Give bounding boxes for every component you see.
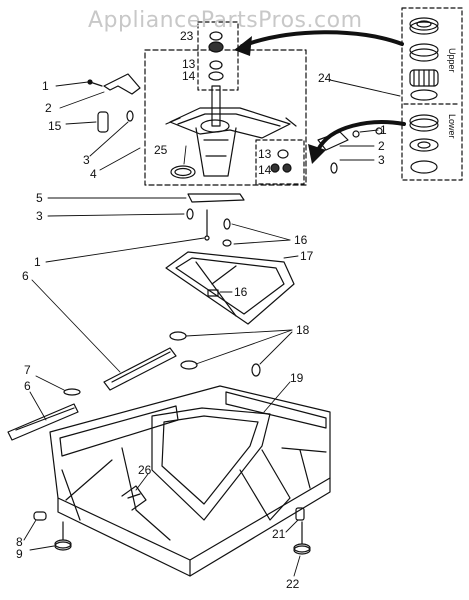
callout-5: 5 bbox=[36, 191, 43, 205]
seal-kit-box bbox=[401, 7, 463, 181]
lower-seal-parts bbox=[270, 149, 292, 173]
callout-14-upper: 14 bbox=[182, 69, 196, 83]
transmission-assembly bbox=[165, 85, 297, 177]
callout-1-center: 1 bbox=[34, 255, 41, 269]
callout-16-lower: 16 bbox=[234, 285, 248, 299]
lower-seal-box bbox=[255, 139, 305, 185]
callout-23: 23 bbox=[180, 29, 194, 43]
right-bracket-parts bbox=[317, 130, 360, 174]
part-6-rail-upper bbox=[103, 347, 177, 391]
callout-6-upper: 6 bbox=[22, 269, 29, 283]
callout-1-right: 1 bbox=[380, 123, 387, 137]
part-7-spring bbox=[63, 388, 81, 396]
callout-16-upper: 16 bbox=[294, 233, 308, 247]
part-8-plug bbox=[33, 511, 47, 521]
seal-label-lower: Lower bbox=[447, 114, 457, 139]
callout-7: 7 bbox=[24, 363, 31, 377]
callout-8: 8 bbox=[16, 535, 23, 549]
callout-2-right: 2 bbox=[378, 139, 385, 153]
seal-ring-25 bbox=[170, 165, 196, 179]
part-18-pad-c bbox=[251, 363, 261, 377]
leveling-leg-left bbox=[54, 521, 72, 551]
callout-13-lower: 13 bbox=[258, 147, 272, 161]
watermark-text: AppliancePartsPros.com bbox=[88, 8, 363, 33]
part-18-pad-b bbox=[180, 360, 198, 370]
callout-24: 24 bbox=[318, 71, 332, 85]
part-6-rail-lower bbox=[7, 403, 79, 441]
part-16-pads bbox=[207, 218, 232, 297]
arrow-upper-seals bbox=[240, 30, 404, 48]
callout-2-left: 2 bbox=[45, 101, 52, 115]
part-26-clip bbox=[121, 485, 147, 511]
upper-seal-parts bbox=[208, 31, 224, 81]
left-bracket-parts bbox=[89, 73, 141, 133]
leveling-leg-right bbox=[293, 521, 311, 555]
callout-15: 15 bbox=[48, 119, 62, 133]
callout-1-top: 1 bbox=[42, 79, 49, 93]
callout-9: 9 bbox=[16, 547, 23, 561]
part-18-pad-a bbox=[169, 331, 187, 341]
center-bracket-parts bbox=[186, 193, 245, 241]
callout-4: 4 bbox=[90, 167, 97, 181]
callout-22: 22 bbox=[286, 577, 300, 591]
callout-18: 18 bbox=[296, 323, 310, 337]
leader-lines bbox=[23, 35, 401, 577]
housing-dashed-box bbox=[144, 49, 307, 186]
seal-label-upper: Upper bbox=[447, 48, 457, 73]
arrowhead-lower bbox=[308, 144, 326, 164]
part-21-plug bbox=[295, 507, 305, 521]
callout-19: 19 bbox=[290, 371, 304, 385]
callout-13-upper: 13 bbox=[182, 57, 196, 71]
callout-21: 21 bbox=[272, 527, 286, 541]
part-17-frame bbox=[165, 251, 295, 325]
callout-25: 25 bbox=[154, 143, 168, 157]
callout-3-right: 3 bbox=[378, 153, 385, 167]
callout-6-lower: 6 bbox=[24, 379, 31, 393]
arrow-lower-seals bbox=[316, 120, 406, 152]
callout-14-lower: 14 bbox=[258, 163, 272, 177]
callout-17: 17 bbox=[300, 249, 314, 263]
upper-seal-box bbox=[197, 21, 239, 91]
callout-3-center: 3 bbox=[36, 209, 43, 223]
callout-3-left: 3 bbox=[83, 153, 90, 167]
arrowhead-upper bbox=[234, 36, 252, 56]
callout-26: 26 bbox=[138, 463, 152, 477]
base-frame bbox=[49, 385, 331, 577]
